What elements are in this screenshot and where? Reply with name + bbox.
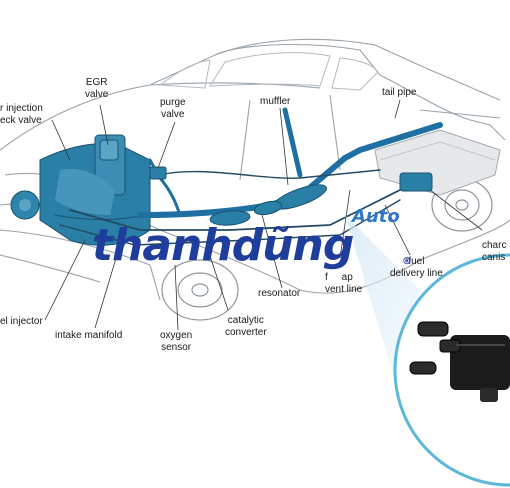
label-tail-pipe: tail pipe bbox=[382, 87, 417, 98]
label-vapor-vent-line: f ap vent line bbox=[325, 272, 363, 295]
catalytic-converter bbox=[209, 210, 251, 226]
charcoal-canister bbox=[399, 172, 433, 192]
label-egr-valve: EGR valve bbox=[85, 77, 109, 100]
watermark-sub: Auto bbox=[352, 206, 400, 227]
label-charcoal-canister: charc canis bbox=[482, 240, 507, 263]
resonator bbox=[253, 200, 283, 216]
leader-lines bbox=[44, 99, 483, 331]
registered-mark: ® bbox=[402, 256, 412, 267]
label-oxygen-sensor: oxygen sensor bbox=[160, 330, 193, 353]
label-purge-valve: purge valve bbox=[160, 97, 186, 120]
front-wheel bbox=[161, 259, 239, 321]
purge-valve-closeup bbox=[409, 321, 510, 402]
label-muffler: muffler bbox=[260, 96, 291, 107]
label-fuel-delivery-line: fuel delivery line bbox=[390, 256, 443, 279]
label-catalytic-converter: catalytic converter bbox=[225, 315, 267, 338]
car-windows bbox=[158, 52, 379, 91]
label-intake-manifold: intake manifold bbox=[55, 330, 123, 341]
label-air-injection-check-valve: r injection eck valve bbox=[0, 103, 43, 126]
watermark-logo: thanhdũng bbox=[92, 220, 354, 271]
label-resonator: resonator bbox=[258, 288, 301, 299]
purge-valve-part bbox=[149, 166, 167, 180]
label-fuel-injector: el injector bbox=[0, 316, 43, 327]
engine bbox=[10, 134, 151, 246]
